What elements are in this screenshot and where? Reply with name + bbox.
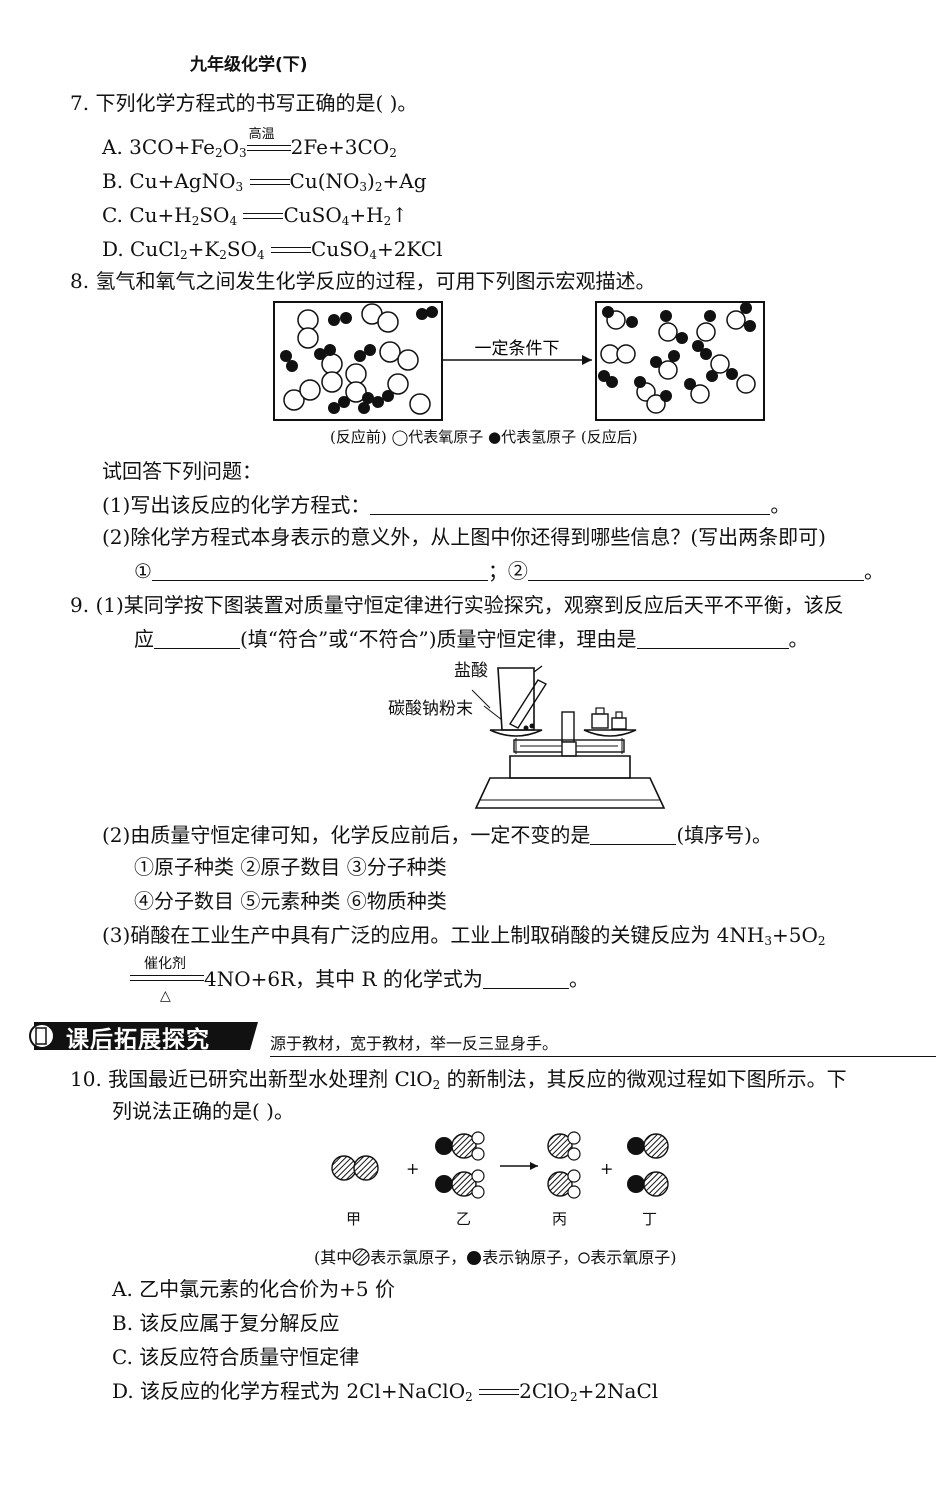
q10-line1: 10. 我国最近已研究出新型水处理剂 ClO2 的新制法，其反应的微观过程如下图…	[70, 1067, 847, 1092]
q8-part2: (2)除化学方程式本身表示的意义外，从上图中你还得到哪些信息？(写出两条即可)	[102, 525, 826, 549]
q9-part3-cont: 催化剂 △ 4NO+6R，其中 R 的化学式为。	[130, 956, 589, 1004]
label-ding: 丁	[642, 1210, 658, 1228]
q10-line2: 列说法正确的是( )。	[112, 1099, 294, 1123]
q10-option-a: A. 乙中氯元素的化合价为+5 价	[112, 1277, 395, 1301]
q9-options-row1: ①原子种类 ②原子数目 ③分子种类	[134, 855, 447, 879]
plus-1: +	[406, 1159, 419, 1178]
q10-legend: (其中表示氯原子，表示钠原子，表示氧原子)	[314, 1248, 677, 1267]
label-jia: 甲	[346, 1210, 362, 1228]
q7-option-d: D. CuCl2+K2SO4 CuSO4+2KCl	[102, 237, 443, 262]
q7-option-b: B. Cu+AgNO3 Cu(NO3)2+Ag	[102, 169, 427, 194]
q8-ask: 试回答下列问题：	[102, 459, 262, 483]
q9-line1: 9. (1)某同学按下图装置对质量守恒定律进行实验探究，观察到反应后天平不平衡，…	[70, 593, 844, 617]
q7-option-c: C. Cu+H2SO4 CuSO4+H2↑	[102, 203, 408, 228]
plus-2: +	[600, 1159, 613, 1178]
q8-part1: (1)写出该反应的化学方程式：。	[102, 493, 791, 517]
q8-reaction-diagram: 一定条件下	[273, 301, 765, 421]
balance-diagram	[471, 665, 666, 809]
q9-part3: (3)硝酸在工业生产中具有广泛的应用。工业上制取硝酸的关键反应为 4NH3+5O…	[102, 923, 826, 948]
section-slogan: 源于教材，宽于教材，举一反三显身手。	[270, 1030, 936, 1057]
q8-stem: 8. 氢气和氧气之间发生化学反应的过程，可用下列图示宏观描述。	[70, 269, 656, 293]
label-yi: 乙	[456, 1210, 472, 1228]
q10-option-d: D. 该反应的化学方程式为 2Cl+NaClO2 2ClO2+2NaCl	[112, 1379, 659, 1404]
q8-arrow-label: 一定条件下	[475, 339, 560, 359]
q10-micro-diagram: + +	[331, 1131, 669, 1199]
q8-part2-blanks: ①；②。	[134, 559, 884, 583]
section-banner	[29, 1022, 258, 1050]
q7-stem: 7. 下列化学方程式的书写正确的是( )。	[70, 91, 418, 115]
q9-line2: 应(填“符合”或“不符合”)质量守恒定律，理由是。	[134, 627, 809, 651]
q9-options-row2: ④分子数目 ⑤元素种类 ⑥物质种类	[134, 889, 447, 913]
q8-caption: (反应前) ◯代表氧原子 ●代表氢原子 (反应后)	[330, 428, 638, 446]
label-bing: 丙	[552, 1210, 568, 1228]
section-title: 课后拓展探究	[66, 1027, 210, 1053]
q10-option-b: B. 该反应属于复分解反应	[112, 1311, 340, 1335]
page-header: 九年级化学(下)	[190, 55, 308, 75]
q9-part2: (2)由质量守恒定律可知，化学反应前后，一定不变的是(填序号)。	[102, 823, 772, 847]
q10-option-c: C. 该反应符合质量守恒定律	[112, 1345, 360, 1369]
label-acid: 盐酸	[454, 661, 488, 681]
label-powder: 碳酸钠粉末	[388, 699, 473, 719]
